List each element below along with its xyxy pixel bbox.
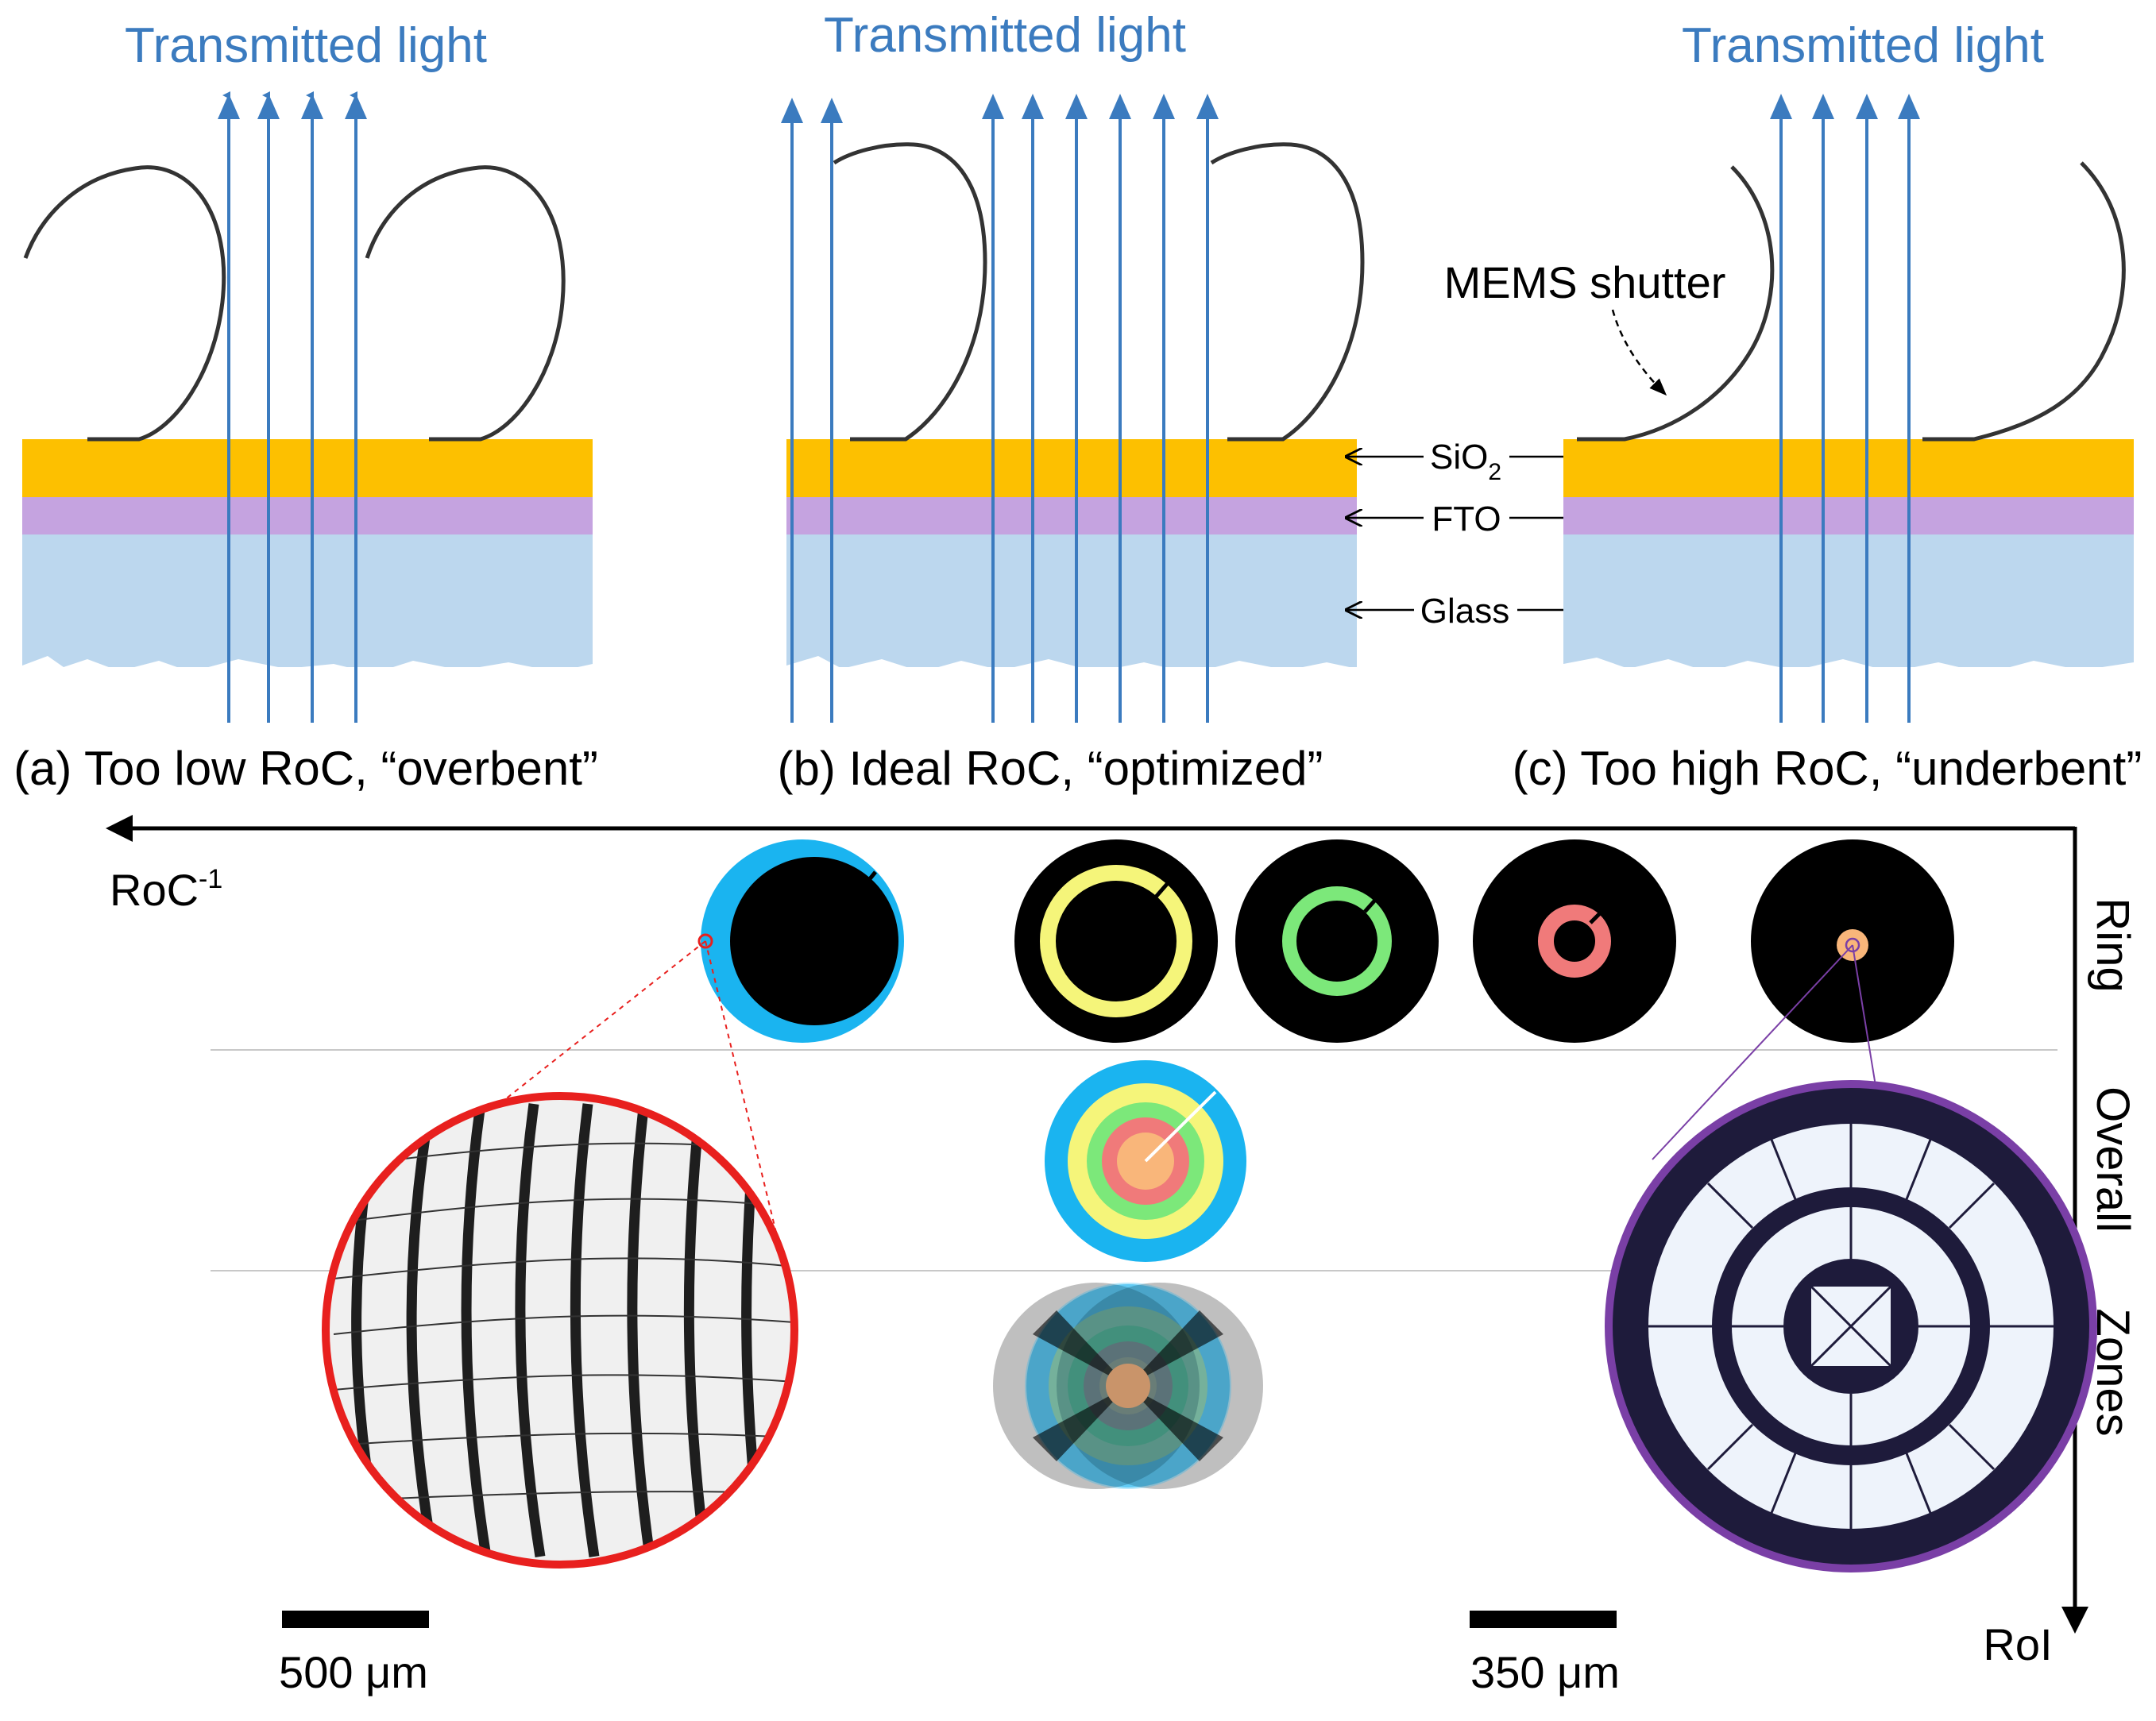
panel-c: MEMS shutter Transmitted light (c) Too h…	[1444, 18, 2142, 795]
zoom-left	[322, 940, 798, 1569]
panel-caption: (a) Too low RoC, “overbent”	[14, 742, 598, 795]
shutter-grid	[333, 1142, 794, 1502]
light-rays	[1779, 103, 1911, 723]
ring-disc-orange	[1751, 839, 1954, 1043]
light-rays	[222, 91, 357, 723]
transmitted-light-label: Transmitted light	[125, 18, 487, 73]
roi-axis-label: RoI	[1983, 1619, 2052, 1669]
panel-b: Transmitted light (b) Ideal RoC, “optimi…	[778, 8, 1365, 795]
light-arrowheads	[1770, 94, 1920, 119]
scale-bar-right	[1470, 1611, 1617, 1628]
panel-caption: (b) Ideal RoC, “optimized”	[778, 742, 1323, 795]
shutter-right	[365, 165, 566, 442]
shutter-left	[23, 165, 226, 442]
sio2-layer	[1563, 439, 2134, 497]
axes: RoC-1 RoI Ring Overall Zones	[106, 815, 2139, 1669]
zoom-origin-marker	[1845, 937, 1860, 953]
row-label-overall: Overall	[2087, 1086, 2139, 1233]
glass-layer	[1563, 532, 2134, 667]
shutter-right	[1922, 161, 2126, 442]
glass-label: Glass	[1420, 592, 1509, 631]
layer-labels: SiO2 FTO Glass	[1347, 438, 1581, 631]
zoom-guide-line	[1652, 944, 1853, 1160]
light-rays	[790, 103, 1209, 723]
zones-disc	[993, 1283, 1263, 1489]
glass-layer	[786, 532, 1357, 667]
scale-bar-right-label: 350 μm	[1470, 1647, 1620, 1697]
fto-layer	[22, 496, 593, 534]
zoom-guide-line	[705, 940, 783, 1260]
roc-axis-label: RoC-1	[110, 864, 222, 915]
transmitted-light-label: Transmitted light	[824, 8, 1186, 63]
row-label-ring: Ring	[2087, 897, 2139, 992]
zoom-right	[1605, 944, 2097, 1572]
transmitted-light-label: Transmitted light	[1682, 18, 2044, 73]
panel-caption: (c) Too high RoC, “underbent”	[1513, 742, 2142, 795]
light-arrowheads	[781, 94, 1219, 123]
scale-bar-left	[282, 1611, 429, 1628]
zoom-guide-line	[428, 940, 706, 1160]
ring-disc-red	[1473, 839, 1676, 1043]
sio2-layer	[22, 439, 593, 497]
ring-disc-blue	[697, 839, 904, 1043]
ring-row	[697, 839, 1954, 1043]
sector-spokes	[1648, 1124, 2054, 1529]
sio2-label: SiO2	[1430, 438, 1501, 485]
glass-broken-edge	[786, 656, 1357, 691]
glass-broken-edge	[1563, 658, 2134, 691]
fto-layer	[1563, 496, 2134, 534]
scale-bar-left-label: 500 μm	[279, 1647, 428, 1697]
shutter-left	[833, 142, 987, 442]
fto-layer	[786, 496, 1357, 534]
sio2-layer	[786, 439, 1357, 497]
glass-layer	[22, 532, 593, 667]
shutter-left	[1577, 165, 1775, 442]
scale-bars: 500 μm 350 μm	[279, 1611, 1620, 1697]
light-arrowheads	[218, 94, 367, 119]
shutter-right	[1210, 142, 1365, 442]
mems-shutter-label: MEMS shutter	[1444, 257, 1726, 307]
panel-a: Transmitted light (a) Too low RoC, “over…	[14, 18, 598, 795]
fto-label: FTO	[1432, 500, 1501, 538]
ring-disc-yellow	[1014, 839, 1218, 1043]
overall-disc	[1045, 1060, 1246, 1262]
mems-shutter-pointer	[1611, 309, 1667, 396]
glass-broken-edge	[22, 656, 593, 691]
zoom-origin-marker	[697, 933, 713, 949]
ring-disc-green	[1235, 839, 1439, 1043]
